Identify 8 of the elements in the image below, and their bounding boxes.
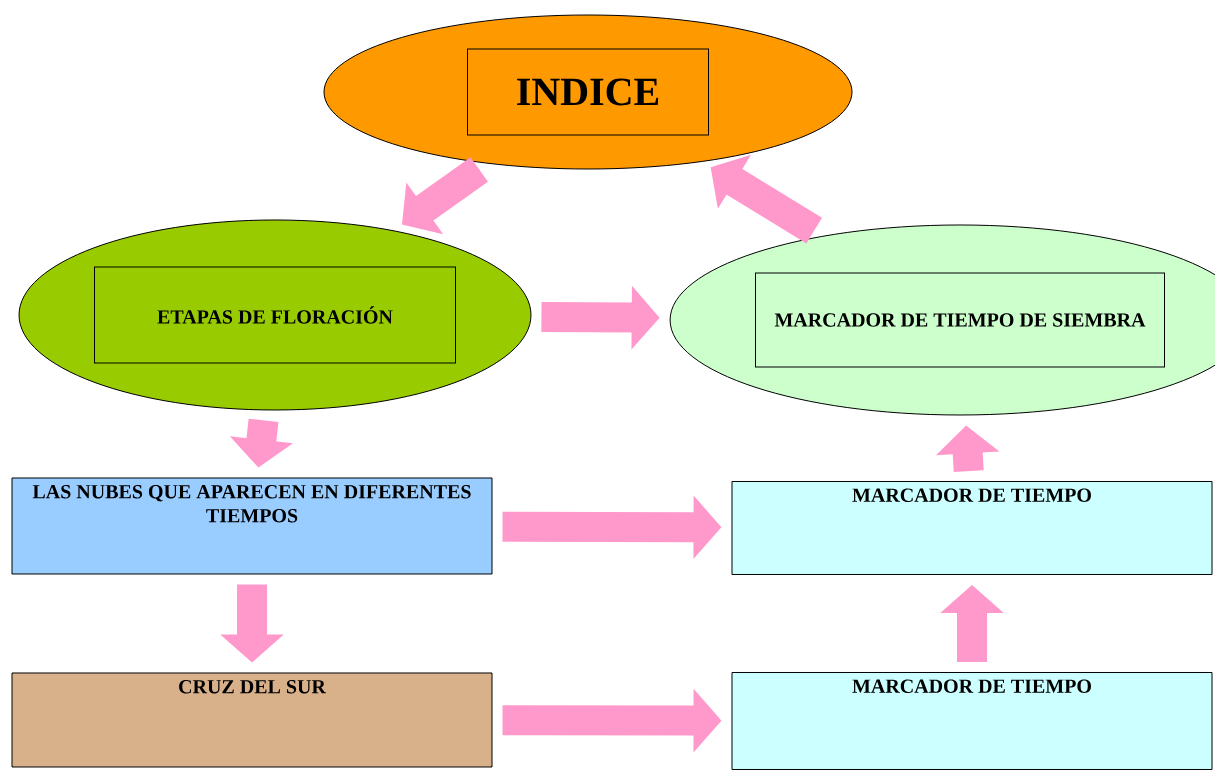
ellipse-node: ETAPAS DE FLORACIÓN — [18, 219, 532, 411]
process-box: MARCADOR DE TIEMPO — [731, 481, 1213, 575]
block-arrow — [402, 157, 488, 235]
ellipse-node: INDICE — [323, 14, 853, 170]
process-box: CRUZ DEL SUR — [11, 672, 493, 768]
process-box: LAS NUBES QUE APARECEN EN DIFERENTES TIEMPOS — [11, 477, 493, 575]
ellipse-node: MARCADOR DE TIEMPO DE SIEMBRA — [669, 224, 1215, 416]
process-box: MARCADOR DE TIEMPO — [731, 672, 1213, 770]
